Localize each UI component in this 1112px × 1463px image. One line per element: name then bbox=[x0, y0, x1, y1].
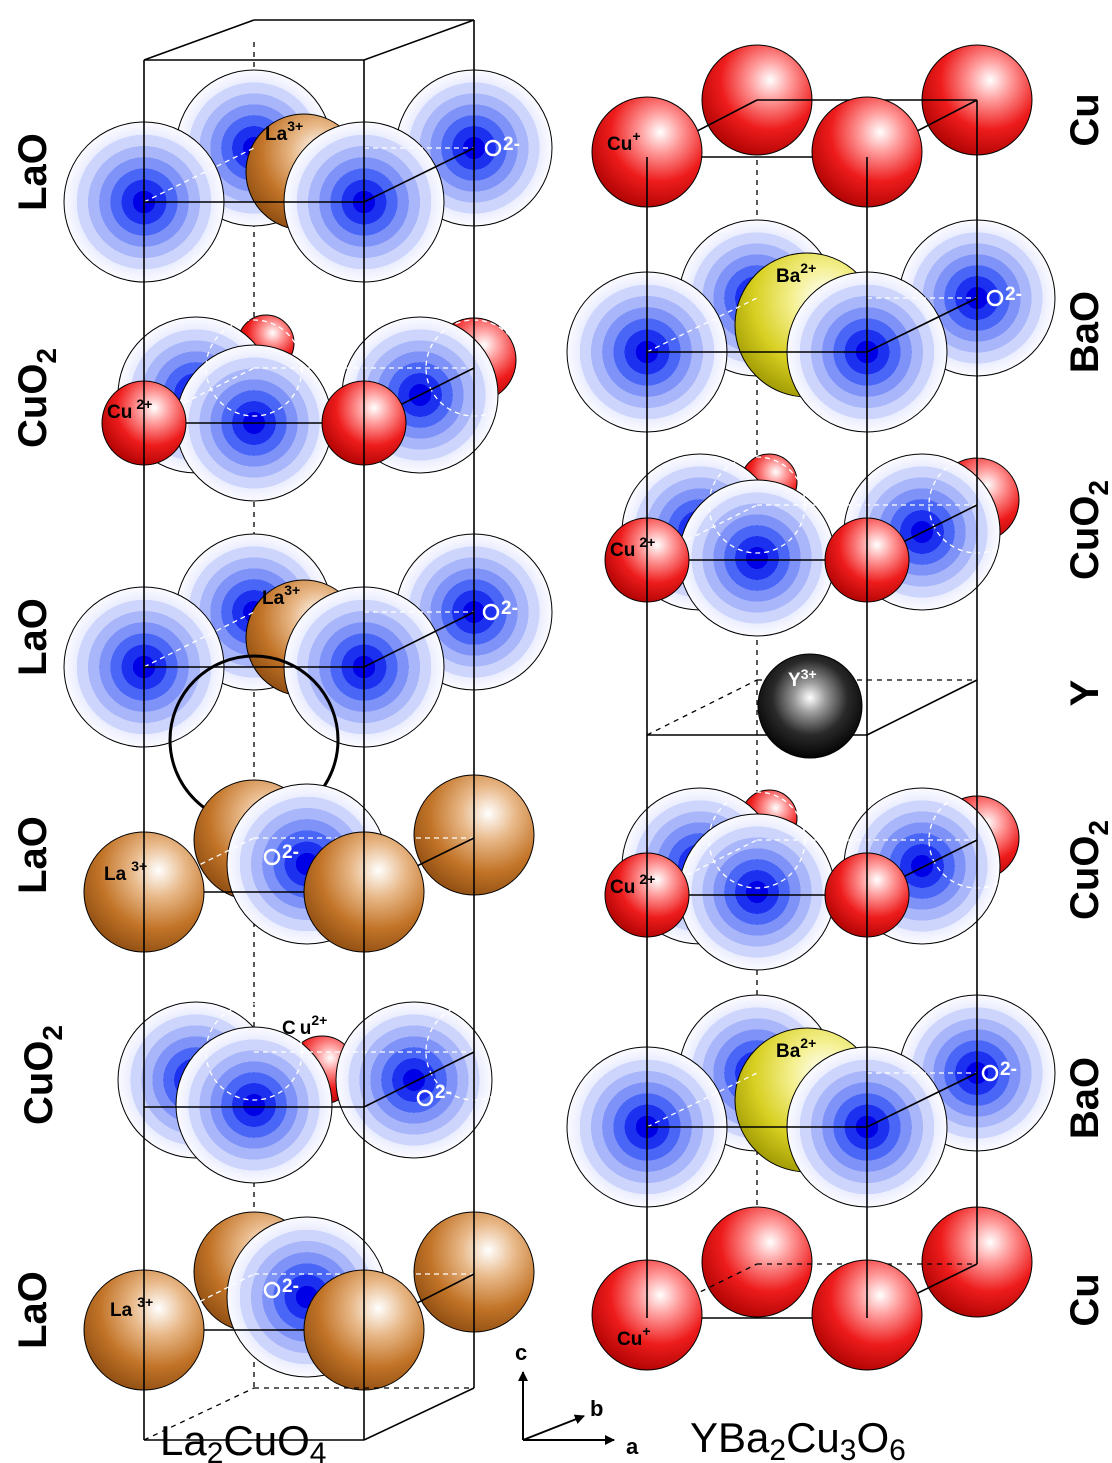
layer-label-bao-1: BaO bbox=[1063, 291, 1107, 373]
layer-label-lao-4: LaO bbox=[11, 1271, 55, 1349]
o-ion-marker bbox=[986, 289, 1004, 307]
la-ion-label: La3+ bbox=[265, 118, 303, 145]
o-ion-charge: 2- bbox=[1005, 284, 1022, 305]
layer-label-lao-2: LaO bbox=[11, 598, 55, 676]
o-ion-marker bbox=[416, 1089, 434, 1107]
layer-label-lao-1: LaO bbox=[11, 133, 55, 211]
bao-layer-2: Ba2+ 2- bbox=[566, 994, 1056, 1208]
axis-label-c: c bbox=[515, 1340, 527, 1365]
axis-label-a: a bbox=[626, 1434, 639, 1459]
cu-plus-ion-label: Cu+ bbox=[617, 1323, 651, 1350]
oxygen-atom bbox=[335, 1001, 493, 1159]
layer-label-lao-3: LaO bbox=[11, 816, 55, 894]
o-ion-marker bbox=[263, 1281, 281, 1299]
o-ion-charge: 2- bbox=[501, 598, 518, 619]
yba2cu3o6-structure: Cu+ Ba2+ 2- bbox=[566, 44, 1056, 1371]
copper-atom bbox=[701, 1206, 813, 1318]
o-ion-charge: 2- bbox=[282, 1276, 299, 1297]
layer-label-cuo2-1: CuO2 bbox=[11, 348, 62, 448]
axis-triad: c b a bbox=[515, 1340, 639, 1459]
axis-label-b: b bbox=[590, 1396, 603, 1421]
cu-layer-top: Cu+ bbox=[591, 44, 1033, 208]
layer-label-cuo2-right-2: CuO2 bbox=[1063, 820, 1112, 920]
right-layer-labels: Cu BaO CuO2 Y CuO2 BaO Cu bbox=[1063, 93, 1112, 1326]
o-ion-charge: 2- bbox=[435, 1082, 452, 1103]
ba-ion-label: Ba2+ bbox=[776, 1035, 816, 1062]
o-ion-marker bbox=[981, 1064, 999, 1082]
o-ion-marker bbox=[484, 139, 502, 157]
layer-label-cuo2-2: CuO2 bbox=[17, 1025, 68, 1125]
yttrium-atom bbox=[757, 653, 863, 759]
o-ion-charge: 2- bbox=[503, 134, 520, 155]
layer-label-cu-bottom: Cu bbox=[1063, 1273, 1107, 1326]
y-ion-label: Y3+ bbox=[788, 666, 817, 691]
layer-label-y: Y bbox=[1063, 679, 1107, 706]
lao-layer-2: La3+ 2- bbox=[63, 533, 553, 748]
bao-layer-1: Ba2+ 2- bbox=[566, 219, 1056, 433]
o-ion-charge: 2- bbox=[1000, 1059, 1017, 1080]
oxygen-atom bbox=[678, 479, 836, 637]
formula-yba2cu3o6: YBa2Cu3O6 bbox=[690, 1414, 906, 1463]
layer-label-bao-2: BaO bbox=[1063, 1057, 1107, 1139]
o-ion-charge: 2- bbox=[282, 842, 299, 863]
cu-plus-ion-label: Cu+ bbox=[607, 128, 641, 155]
layer-label-cuo2-right-1: CuO2 bbox=[1063, 480, 1112, 580]
oxygen-atom bbox=[175, 1026, 333, 1184]
o-ion-marker bbox=[482, 603, 500, 621]
ba-ion-label: Ba2+ bbox=[776, 260, 816, 287]
left-layer-labels: LaO CuO2 LaO LaO CuO2 LaO bbox=[11, 133, 68, 1349]
layer-label-cu-top: Cu bbox=[1063, 93, 1107, 146]
lao-layer-1: La3+ 2- bbox=[63, 69, 553, 283]
y-layer: Y3+ bbox=[646, 653, 978, 759]
oxygen-atom bbox=[678, 813, 836, 971]
o-ion-marker bbox=[263, 848, 281, 866]
formula-la2cuo4: La2CuO4 bbox=[160, 1417, 326, 1463]
cu-layer-bottom: Cu+ bbox=[591, 1206, 1033, 1371]
la-ion-label: La3+ bbox=[262, 582, 300, 609]
